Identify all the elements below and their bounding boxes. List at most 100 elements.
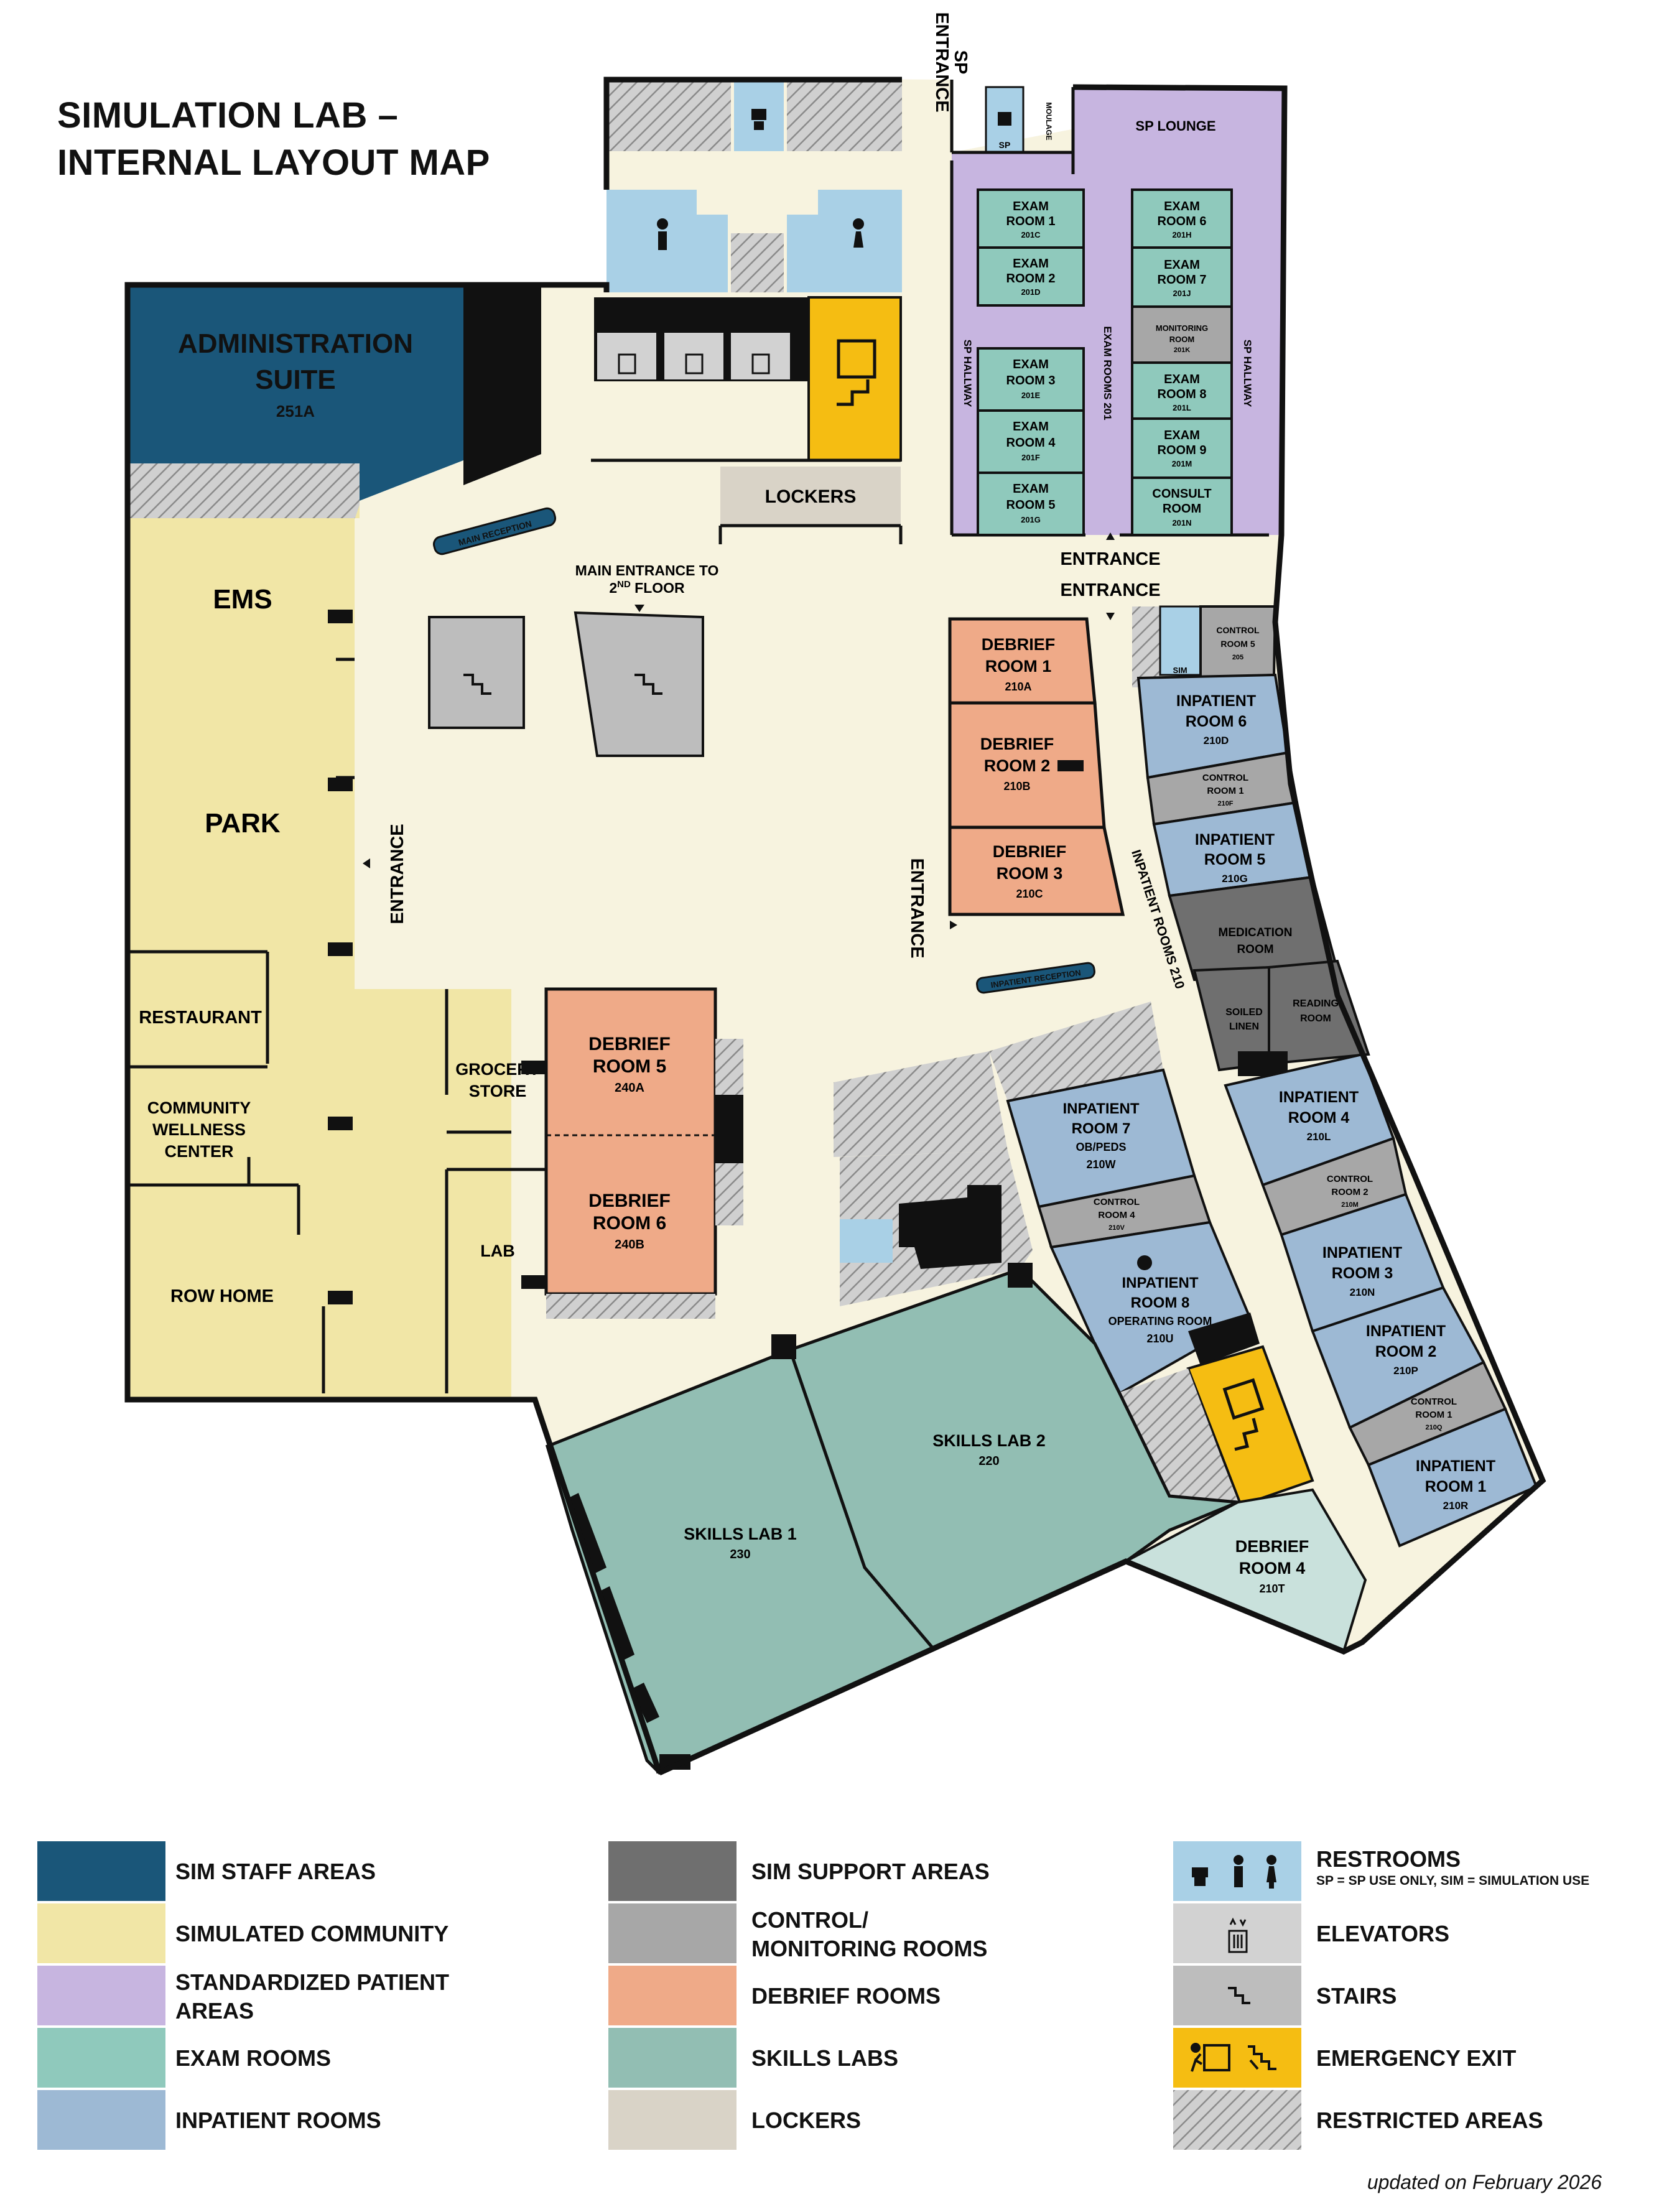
- consult-l1: CONSULT: [1152, 487, 1211, 501]
- restroom-sim[interactable]: [1159, 605, 1202, 676]
- lockers[interactable]: [720, 467, 901, 526]
- medication-l2: ROOM: [1237, 943, 1273, 956]
- legend-label-community: SIMULATED COMMUNITY: [175, 1921, 449, 1946]
- map-title-line-1: SIMULATION LAB –: [57, 95, 399, 136]
- control-5-l1: CONTROL: [1216, 625, 1260, 635]
- legend-swatch-debrief: [608, 1966, 737, 2025]
- support-rooms[interactable]: [1192, 959, 1370, 1076]
- sp-restroom-label: SP: [999, 140, 1011, 150]
- exam-4-l2: ROOM 4: [1006, 436, 1056, 450]
- inpatient-2-l1: INPATIENT: [1366, 1322, 1446, 1340]
- exam-8-l2: ROOM 8: [1158, 388, 1207, 401]
- exam-room-column-left[interactable]: [977, 188, 1085, 536]
- reading-l2: ROOM: [1300, 1013, 1331, 1024]
- debrief-3-l1: DEBRIEF: [993, 842, 1067, 861]
- exam-7-l2: ROOM 7: [1158, 273, 1207, 287]
- legend-swatch-exit: [1173, 2028, 1301, 2088]
- entrance-inpatient-top-label: ENTRANCE: [1060, 580, 1160, 600]
- inpatient-5-l2: ROOM 5: [1204, 851, 1266, 868]
- legend-label-restricted: RESTRICTED AREAS: [1316, 2107, 1543, 2133]
- exam-5-num: 201G: [1021, 515, 1041, 524]
- restricted-area: [1132, 606, 1160, 687]
- control-1b-l2: ROOM 1: [1415, 1410, 1452, 1420]
- exam-3-num: 201E: [1021, 391, 1041, 400]
- inpatient-1-num: 210R: [1443, 1500, 1469, 1512]
- debrief-4-num: 210T: [1259, 1582, 1285, 1595]
- debrief-2-l2: ROOM 2: [984, 756, 1051, 775]
- exam-3-l1: EXAM: [1013, 358, 1049, 371]
- rowhome-label: ROW HOME: [170, 1286, 274, 1306]
- debrief-rooms-1-3[interactable]: [948, 617, 1125, 916]
- debrief-room-5-6[interactable]: DEBRIEF ROOM 5 240A DEBRIEF ROOM 6 240B: [544, 987, 743, 1319]
- stairs[interactable]: [574, 611, 704, 757]
- main-entrance-label-2: 2ND FLOOR: [609, 579, 685, 596]
- reading-l1: READING: [1293, 998, 1339, 1009]
- exam-2-num: 201D: [1021, 287, 1040, 297]
- sp-hallway-label-left: SP HALLWAY: [962, 340, 974, 407]
- exam-8-l1: EXAM: [1164, 373, 1200, 386]
- legend-swatch-lockers: [608, 2090, 737, 2150]
- elevator-icon[interactable]: [597, 333, 790, 379]
- exam-room-column-right[interactable]: [1131, 188, 1233, 536]
- legend-swatch-elevators: [1173, 1903, 1301, 1963]
- exam-3-l2: ROOM 3: [1006, 374, 1056, 388]
- restricted-area: [129, 463, 360, 518]
- entrance-sp-bottom-label: ENTRANCE: [1060, 549, 1160, 569]
- inpatient-6-num: 210D: [1204, 735, 1229, 746]
- door-markers: [328, 610, 546, 1304]
- control-2-l1: CONTROL: [1327, 1174, 1373, 1184]
- inpatient-rooms-upper[interactable]: [1136, 673, 1339, 982]
- debrief-6-l2: ROOM 6: [593, 1213, 666, 1234]
- debrief-2-num: 210B: [1003, 780, 1030, 792]
- central-walls: [591, 458, 903, 544]
- admin-suite-label-1: ADMINISTRATION: [178, 328, 413, 359]
- restroom-women[interactable]: [787, 190, 902, 292]
- legend-label-support: SIM SUPPORT AREAS: [751, 1859, 990, 1884]
- monitoring-num: 201K: [1174, 346, 1190, 354]
- restricted-area: [787, 80, 902, 151]
- skills-lab-walls: [566, 1263, 1033, 1770]
- skills-lab-1-num: 230: [730, 1548, 750, 1561]
- control-1a-l1: CONTROL: [1202, 773, 1248, 783]
- exam-7-l1: EXAM: [1164, 258, 1200, 272]
- debrief-5-num: 240A: [615, 1081, 644, 1095]
- exam-6-num: 201H: [1172, 230, 1191, 239]
- exam-9-num: 201M: [1172, 459, 1192, 468]
- skills-lab-1-label: SKILLS LAB 1: [684, 1525, 797, 1543]
- admin-suite[interactable]: ADMINISTRATION SUITE 251A: [128, 285, 541, 505]
- inpatient-7-l3: OB/PEDS: [1076, 1141, 1126, 1153]
- surgical-light-icon: [1137, 1255, 1152, 1270]
- ems-label: EMS: [213, 584, 272, 615]
- entrance-left-label: ENTRANCE: [388, 824, 407, 924]
- emergency-exit-stairs[interactable]: [1186, 1345, 1314, 1507]
- stairs[interactable]: [428, 616, 525, 729]
- sim-restroom-label: SIM: [1173, 666, 1187, 675]
- inpatient-rooms-lower[interactable]: [1224, 1053, 1538, 1548]
- consult-l2: ROOM: [1163, 502, 1201, 516]
- inpatient-rooms-7-8[interactable]: [1006, 1068, 1252, 1395]
- restroom-men[interactable]: [606, 190, 728, 292]
- restroom[interactable]: [840, 1219, 893, 1263]
- sim-support: [899, 1185, 1001, 1269]
- control-4-num: 210V: [1108, 1224, 1125, 1232]
- exam-8-num: 201L: [1173, 403, 1191, 412]
- emergency-exit-stairs[interactable]: [807, 296, 902, 462]
- exam-1-l1: EXAM: [1013, 200, 1049, 213]
- control-1a-l2: ROOM 1: [1207, 786, 1243, 796]
- exam-9-l2: ROOM 9: [1158, 444, 1207, 457]
- arrow-icon: [1106, 613, 1115, 620]
- legend-label-stairs: STAIRS: [1316, 1983, 1397, 2009]
- restroom-person-icons: [657, 218, 864, 250]
- arrow-icon: [363, 858, 370, 868]
- control-5-num: 205: [1232, 654, 1243, 661]
- exam-6-l1: EXAM: [1164, 200, 1200, 213]
- exterior-wall: [124, 282, 662, 1774]
- legend-label-debrief: DEBRIEF ROOMS: [751, 1983, 941, 2009]
- map-title-line-2: INTERNAL LAYOUT MAP: [57, 142, 490, 183]
- toilet-icon: [998, 112, 1011, 126]
- elevator-icon: [1228, 1917, 1248, 1953]
- legend-swatch-staff: [37, 1841, 165, 1901]
- inpatient-7-l1: INPATIENT: [1062, 1100, 1139, 1117]
- debrief-6-num: 240B: [615, 1238, 644, 1252]
- control-2-l2: ROOM 2: [1331, 1187, 1368, 1197]
